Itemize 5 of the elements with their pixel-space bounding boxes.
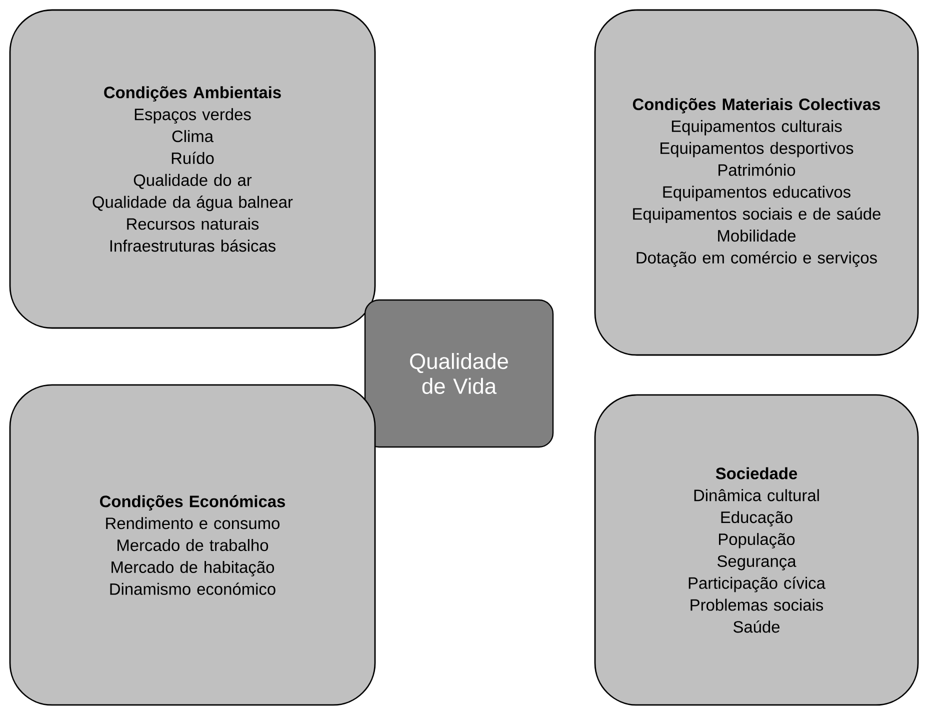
category-box: Condições Ambientais Espaços verdes Clima Ruído Qualidade do ar Qualidade da água balnear Recursos naturais Infraestruturas básicas: [9, 9, 376, 329]
category-box: Condições Económicas Rendimento e consumo Mercado de trabalho Mercado de habitação Dinamismo económico: [9, 384, 376, 706]
center-box: Qualidade de Vida: [364, 299, 554, 448]
category-box: Sociedade Dinâmica cultural Educação População Segurança Participação cívica Problemas sociais Saúde: [594, 394, 919, 706]
category-box: Condições Materiais Colectivas Equipamentos culturais Equipamentos desportivos Património Equipamentos educativos Equipamentos sociais e de saúde Mobilidade Dotação em comércio e serviços: [594, 9, 919, 356]
